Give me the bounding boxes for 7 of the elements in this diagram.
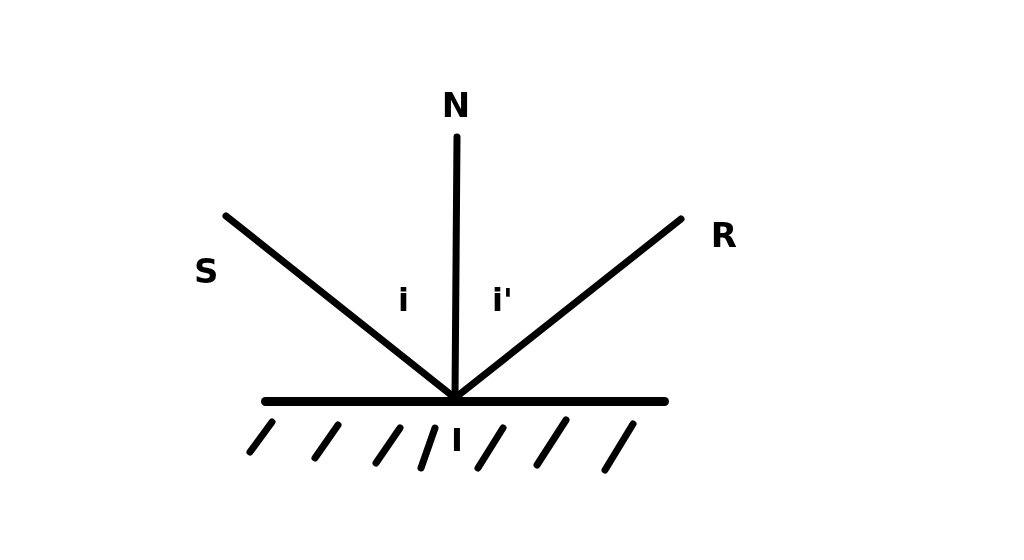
point-label: I — [451, 424, 463, 456]
angle-label: i' — [492, 284, 513, 316]
ray-label: R — [710, 218, 737, 252]
normal-label: N — [441, 88, 471, 122]
angle-label: i — [398, 284, 409, 316]
mirror-surface — [261, 397, 669, 406]
ray-label: S — [194, 254, 219, 288]
